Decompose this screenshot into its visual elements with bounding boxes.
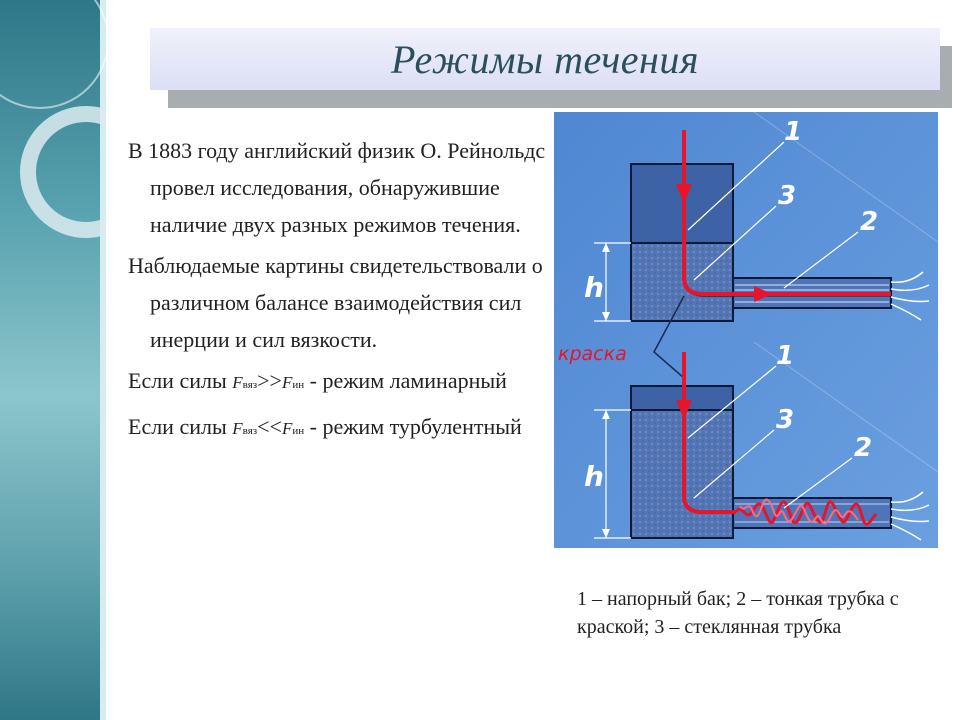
paragraph-history: В 1883 году английский физик О. Рейнольд… — [128, 138, 546, 237]
laminar-setup: h 1 3 2 — [584, 117, 930, 322]
label-dye: краска — [558, 343, 627, 365]
diagram-background — [554, 112, 938, 548]
dye-turbulence-2 — [739, 498, 859, 525]
dye-arrow-down-lower — [676, 400, 692, 420]
label-h-upper: h — [584, 271, 604, 304]
cond-laminar-prefix: Если силы — [128, 368, 233, 393]
leader-lines-lower — [687, 365, 853, 509]
label-3-lower: 3 — [776, 405, 794, 435]
decorative-band-edge — [100, 0, 106, 720]
force-subscript-inertial: ин — [292, 379, 305, 391]
label-3-upper: 3 — [778, 181, 796, 211]
body-text: В 1883 году английский физик О. Рейнольд… — [128, 132, 558, 454]
dye-line-laminar — [682, 130, 891, 296]
label-2-upper: 2 — [860, 207, 878, 237]
label-2-lower: 2 — [854, 433, 872, 463]
force-symbol: F — [232, 419, 243, 438]
title-bar: Режимы течения — [150, 28, 940, 90]
outflow-upper — [890, 271, 930, 321]
force-symbol: F — [281, 373, 293, 392]
force-symbol: F — [281, 419, 293, 438]
dye-connector — [653, 295, 685, 379]
h-dimension-upper — [594, 242, 631, 322]
force-subscript-viscous: вяз — [242, 379, 258, 391]
outflow-lower — [890, 491, 930, 541]
condition-laminar: Если силы Fвяз>>Fин - режим ламинарный — [128, 362, 558, 404]
cond-turbulent-prefix: Если силы — [128, 414, 233, 439]
condition-turbulent: Если силы Fвяз<<Fин - режим турбулентный — [128, 408, 558, 450]
comparison-operator: >> — [257, 368, 282, 393]
label-1-upper: 1 — [784, 117, 802, 147]
decorative-circles — [0, 0, 106, 238]
force-subscript-inertial: ин — [292, 425, 305, 437]
paragraph-observations: Наблюдаемые картины свидетельствовали о … — [128, 253, 543, 352]
dye-arrow-down-upper — [676, 184, 692, 204]
dye-turbulence — [734, 500, 878, 526]
dye-arrow-right-upper — [754, 286, 772, 302]
force-subscript-viscous: вяз — [242, 425, 258, 437]
label-1-lower: 1 — [776, 341, 794, 371]
dye-line-turbulent — [682, 352, 736, 514]
background-lines — [753, 112, 938, 473]
label-h-lower: h — [584, 460, 604, 493]
cond-turbulent-suffix: - режим турбулентный — [304, 414, 522, 439]
leader-lines-upper — [687, 141, 859, 289]
force-symbol: F — [232, 373, 243, 392]
page-title: Режимы течения — [391, 36, 699, 82]
diagram-caption: 1 – напорный бак; 2 – тонкая трубка с кр… — [577, 588, 899, 638]
turbulent-setup: h 1 3 2 — [584, 341, 930, 541]
cond-laminar-suffix: - режим ламинарный — [304, 368, 507, 393]
reynolds-diagram-svg: h 1 3 2 краска — [554, 112, 938, 548]
h-dimension-lower — [594, 409, 631, 539]
reynolds-diagram: h 1 3 2 краска — [554, 112, 938, 548]
comparison-operator: << — [257, 414, 282, 439]
